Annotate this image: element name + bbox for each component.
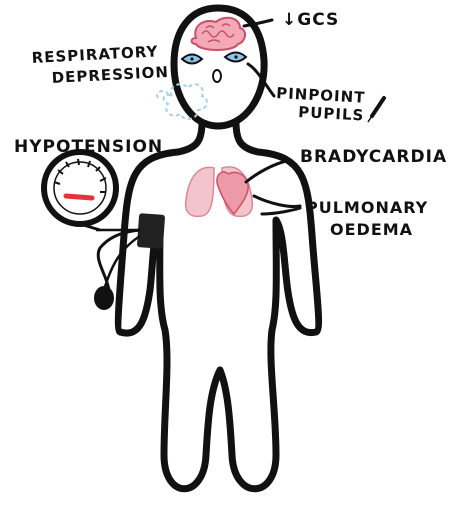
label-hypotension: HYPOTENSION — [14, 137, 163, 157]
label-respiratory-line2: DEPRESSION — [51, 63, 169, 87]
label-pupils-line2: PUPILS — [298, 103, 365, 124]
label-oedema-line2: OEDEMA — [330, 220, 413, 239]
label-oedema-line1: PULMONARY — [306, 198, 428, 217]
bulb-pump-icon — [94, 286, 114, 310]
label-bradycardia: BRADYCARDIA — [300, 147, 447, 167]
label-gcs: ↓GCS — [282, 10, 339, 30]
bp-cuff-icon — [137, 213, 165, 249]
label-respiratory-line1: RESPIRATORY — [31, 42, 159, 67]
needle-icon — [368, 98, 384, 122]
gauge-needle — [66, 196, 92, 198]
blood-pressure-gauge-icon — [44, 152, 116, 230]
